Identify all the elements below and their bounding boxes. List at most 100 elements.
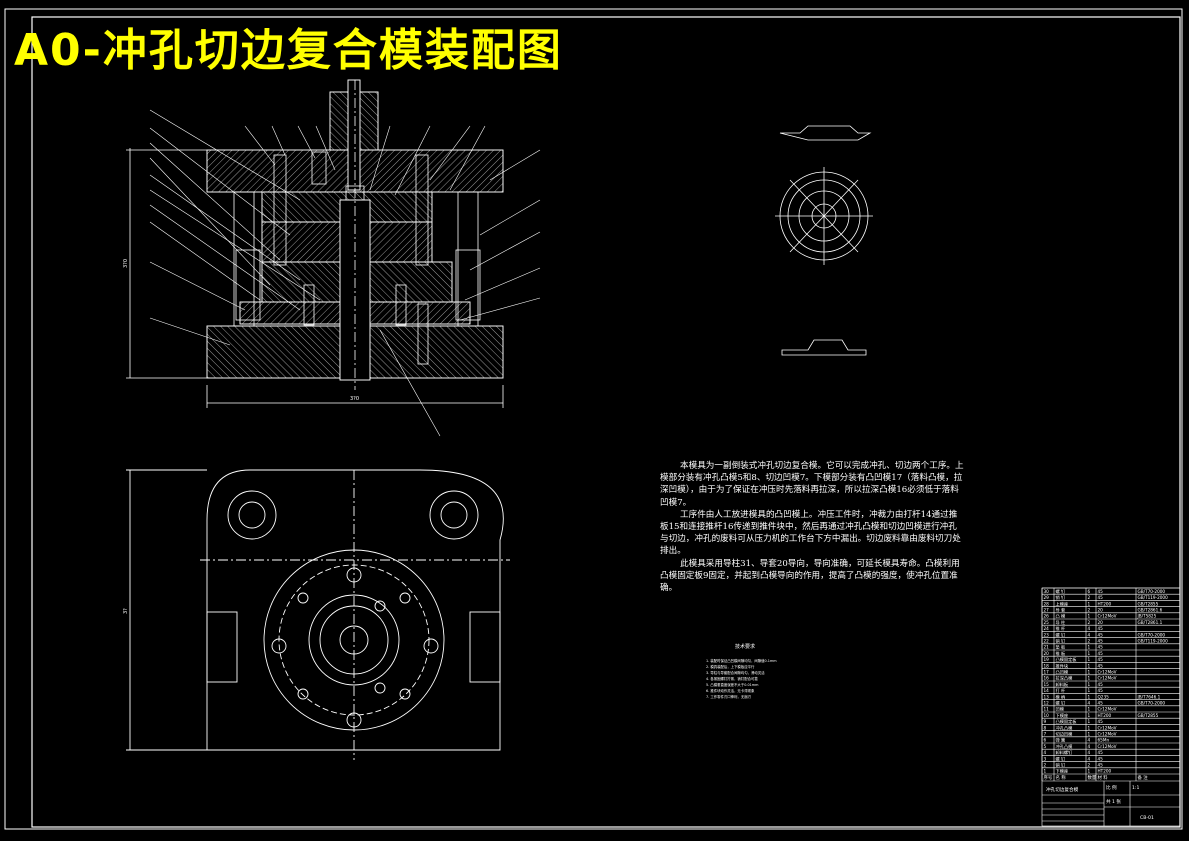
part-cell: 4	[1088, 756, 1091, 761]
description-paragraph: 工序件由人工放进模具的凸凹模上。冲压工件时，冲裁力由打杆14通过推板15和连接推…	[660, 509, 961, 557]
tech-line: 1. 装配时保证凸凹模间隙均匀，间隙值0.1mm	[706, 659, 777, 663]
part-cell: 冲孔凸模	[1056, 724, 1074, 731]
part-cell: HT200	[1098, 713, 1112, 718]
part-cell: 4	[1088, 744, 1091, 749]
part-cell: 1	[1088, 694, 1091, 699]
part-cell: 凸模固定板	[1056, 656, 1078, 663]
plan-view	[126, 469, 510, 760]
part-cell: 28	[1044, 601, 1050, 606]
part-cell: 4	[1088, 750, 1091, 755]
part-cell: 1	[1088, 707, 1091, 712]
part-cell: 模 柄	[1056, 693, 1066, 700]
part-cell: Cr12MoV	[1098, 707, 1117, 712]
part-cell: 26	[1044, 614, 1050, 619]
part-cell: 凹模	[1056, 706, 1065, 713]
part-cell: 17	[1044, 670, 1050, 675]
part-cell: 14	[1044, 688, 1050, 693]
part-cell: 45	[1098, 651, 1104, 656]
outer-frame	[4, 8, 1183, 830]
part-cell: 45	[1098, 701, 1104, 706]
part-cell: 下模座	[1056, 712, 1069, 719]
part-header-cell: 名 称	[1056, 774, 1067, 781]
part-cell: 9	[1044, 719, 1047, 724]
part-cell: 2	[1088, 763, 1091, 768]
part-header-cell: 材 料	[1098, 774, 1109, 781]
design-description: 本模具为一副倒装式冲孔切边复合模。它可以完成冲孔、切边两个工序。上模部分装有冲孔…	[660, 460, 965, 594]
part-cell: 1	[1088, 713, 1091, 718]
part-cell: 1	[1088, 769, 1091, 774]
dimension-label: 3?0	[123, 259, 129, 268]
part-cell: 冲孔凸模	[1056, 743, 1074, 750]
part-cell: 45	[1098, 626, 1104, 631]
title-block-text: 比 例	[1106, 784, 1117, 791]
part-cell: 19	[1044, 657, 1050, 662]
part-cell: 45	[1098, 589, 1104, 594]
part-cell: 螺 钉	[1056, 631, 1067, 638]
part-cell: 45	[1098, 750, 1104, 755]
tech-line: 7. 工作零件刃口锋利，无崩刃	[706, 695, 751, 699]
part-cell: 2	[1044, 763, 1047, 768]
part-cell: 1	[1088, 676, 1091, 681]
part-cell: 2	[1088, 608, 1091, 613]
part-cell: 2	[1088, 639, 1091, 644]
title-block-text: 共 1 张	[1106, 798, 1121, 805]
part-cell: 6	[1044, 738, 1047, 743]
part-cell: 推 杆	[1056, 625, 1067, 632]
part-cell: 螺 钉	[1056, 755, 1067, 762]
part-cell: 4	[1044, 750, 1047, 755]
part-cell: 27	[1044, 608, 1050, 613]
part-cell: 凸模固定板	[1056, 718, 1078, 725]
part-cell: 导 套	[1056, 607, 1067, 614]
tech-line: 5. 凸模垂直度误差不大于0.01mm	[706, 683, 759, 687]
tech-line: 3. 导柱与导套配合间隙均匀，滑动灵活	[706, 671, 765, 675]
leader-lines	[149, 109, 541, 437]
part-cell: 18	[1044, 663, 1050, 668]
part-cell: Cr12MoV	[1098, 614, 1117, 619]
drawing-title: A0-冲孔切边复合模装配图	[14, 25, 563, 76]
part-cell: 4	[1088, 738, 1091, 743]
part-cell: 45	[1098, 719, 1104, 724]
part-cell: 1	[1088, 645, 1091, 650]
part-cell: 45	[1098, 682, 1104, 687]
workpiece-views	[775, 125, 873, 356]
part-cell: 45	[1098, 756, 1104, 761]
part-cell: GB/T2855	[1138, 601, 1159, 606]
part-cell: 45	[1098, 657, 1104, 662]
part-cell: 45	[1098, 663, 1104, 668]
part-cell: 30	[1044, 589, 1050, 594]
part-cell: 上模座	[1056, 600, 1069, 607]
part-cell: 45	[1098, 763, 1104, 768]
part-cell: Cr12MoV	[1098, 744, 1117, 749]
part-cell: 销 钉	[1056, 762, 1067, 769]
part-cell: 拉深凸模	[1056, 675, 1074, 682]
part-cell: 65Mn	[1098, 738, 1110, 743]
part-cell: 24	[1044, 626, 1050, 631]
part-cell: 1	[1088, 651, 1091, 656]
part-cell: 凸 模	[1056, 613, 1067, 620]
part-cell: HT200	[1098, 601, 1112, 606]
section-view	[126, 79, 504, 408]
part-cell: 销 钉	[1056, 594, 1067, 601]
part-cell: 1	[1088, 732, 1091, 737]
part-cell: 推 板	[1056, 650, 1067, 657]
part-cell: 1	[1088, 670, 1091, 675]
part-cell: JB/T5825	[1137, 614, 1157, 619]
dimension-label: 3?0	[350, 396, 359, 402]
part-cell: 下模座	[1056, 768, 1069, 775]
part-cell: 2	[1088, 595, 1091, 600]
part-cell: GB/T70-2000	[1138, 589, 1166, 594]
part-cell: 卸料螺钉	[1056, 749, 1074, 756]
part-cell: 45	[1098, 595, 1104, 600]
part-cell: 4	[1088, 701, 1091, 706]
part-cell: 卸料板	[1056, 681, 1069, 688]
part-cell: 螺 钉	[1056, 700, 1067, 707]
part-cell: JB/T7646.1	[1137, 694, 1161, 699]
part-cell: 8	[1044, 725, 1047, 730]
part-cell: Cr12MoV	[1098, 676, 1117, 681]
part-cell: HT200	[1098, 769, 1112, 774]
part-cell: Q235	[1098, 694, 1110, 699]
part-cell: 22	[1044, 639, 1050, 644]
part-cell: 4	[1088, 626, 1091, 631]
